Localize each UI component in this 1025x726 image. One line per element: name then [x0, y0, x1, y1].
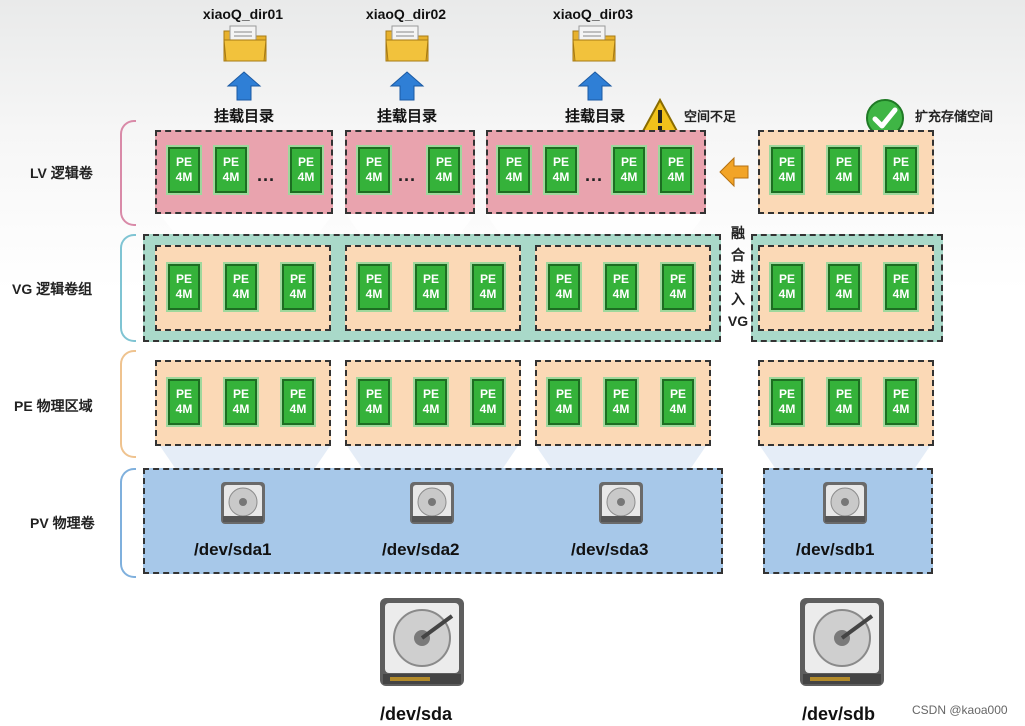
hard-disk-icon — [823, 482, 867, 524]
dir-label: xiaoQ_dir01 — [202, 6, 284, 22]
arrow-left-icon — [719, 156, 749, 188]
partition-label: /dev/sdb1 — [796, 540, 875, 559]
folder-icon — [572, 25, 616, 62]
ellipsis: ··· — [398, 170, 416, 190]
layer-brace — [120, 120, 136, 226]
partition-label: /dev/sda3 — [571, 540, 649, 559]
merge-label: 融 合 进 入 VG — [727, 225, 749, 329]
hard-disk-icon — [800, 598, 884, 686]
folder-icon — [223, 25, 267, 62]
layer-label-pe: PE 物理区域 — [14, 398, 93, 414]
layer-label-lv: LV 逻辑卷 — [30, 165, 93, 181]
mount-label: 挂载目录 — [564, 108, 625, 125]
warning-label: 空间不足 — [684, 109, 737, 124]
hard-disk-icon — [380, 598, 464, 686]
dir-label: xiaoQ_dir03 — [552, 6, 634, 22]
disk-label: /dev/sda — [380, 704, 453, 724]
check-icon — [866, 99, 904, 137]
partition-label: /dev/sda1 — [194, 540, 272, 559]
hard-disk-icon — [221, 482, 265, 524]
arrow-up-icon — [389, 71, 425, 101]
hard-disk-icon — [599, 482, 643, 524]
mount-label: 挂载目录 — [376, 108, 437, 125]
arrow-up-icon — [577, 71, 613, 101]
layer-label-vg: VG 逻辑卷组 — [12, 281, 93, 297]
dir-label: xiaoQ_dir02 — [365, 6, 447, 22]
extend-label: 扩充存储空间 — [915, 109, 994, 124]
layer-brace — [120, 350, 136, 458]
partition-label: /dev/sda2 — [382, 540, 460, 559]
ellipsis: ··· — [257, 170, 275, 190]
arrow-up-icon — [226, 71, 262, 101]
mount-label: 挂载目录 — [213, 108, 274, 125]
hard-disk-icon — [410, 482, 454, 524]
watermark: CSDN @kaoa000 — [912, 703, 1008, 717]
folder-icon — [385, 25, 429, 62]
layer-brace — [120, 468, 136, 578]
disk-label: /dev/sdb — [802, 704, 876, 724]
layer-brace — [120, 234, 136, 342]
layer-label-pv: PV 物理卷 — [30, 515, 95, 531]
ellipsis: ··· — [585, 170, 603, 190]
